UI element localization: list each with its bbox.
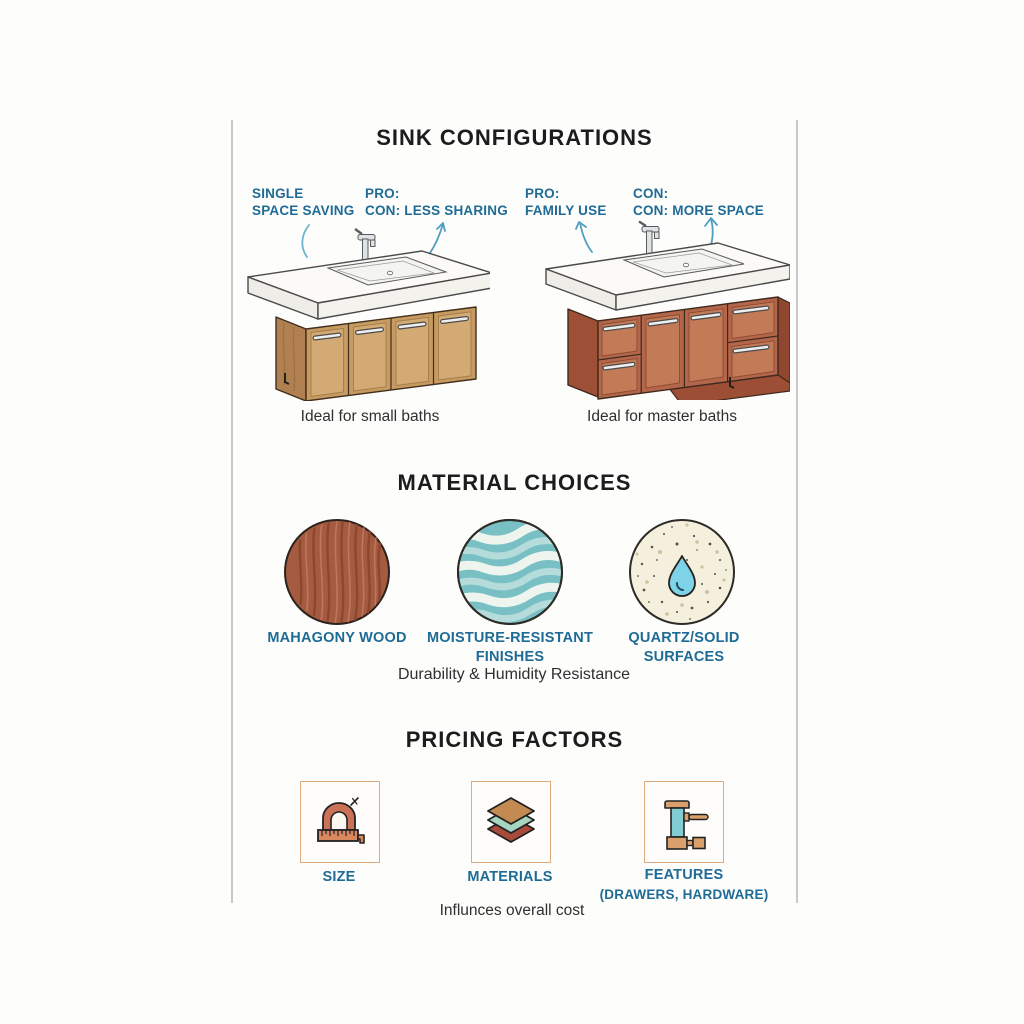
material-label: MAHAGONY WOOD [247, 629, 427, 648]
pricing-factor-label: FEATURES (DRAWERS, HARDWARE) [598, 866, 770, 904]
pricing-factor-label-line: FEATURES [644, 867, 724, 883]
annotation-line: PRO: [365, 186, 400, 201]
pricing-factor-box-materials [471, 781, 551, 863]
pricing-factor-label-line: MATERIALS [467, 869, 553, 885]
master-vanity-illustration [545, 220, 790, 400]
pricing-factor-label: SIZE [290, 868, 388, 887]
up-arrow-icon [575, 221, 593, 253]
material-label: QUARTZ/SOLID SURFACES [589, 629, 779, 667]
pricing-factor-box-size [300, 781, 380, 863]
pricing-factors-title: PRICING FACTORS [405, 727, 624, 752]
material-label-line: QUARTZ/SOLID SURFACES [628, 630, 740, 665]
vanity-caption: Ideal for small baths [300, 408, 440, 425]
annotation-single-pro-con: PRO: CON: LESS SHARING [365, 186, 508, 219]
right-divider-line [796, 120, 798, 903]
measuring-tape-icon [317, 797, 365, 844]
left-divider-line [231, 120, 233, 903]
cabinet-hardware-icon [664, 800, 709, 850]
annotation-line: CON: MORE SPACE [633, 202, 765, 218]
pricing-factor-label-line: SIZE [322, 869, 356, 885]
annotation-line: PRO: [525, 186, 560, 201]
annotation-double-con: CON: CON: MORE SPACE [633, 186, 764, 219]
material-label-line: MAHAGONY WOOD [267, 630, 407, 646]
vanity-caption: Ideal for master baths [587, 408, 737, 425]
single-sink-vanity-illustration [247, 228, 490, 401]
sink-configurations-title: SINK CONFIGURATIONS [376, 125, 653, 150]
pricing-factor-label: MATERIALS [450, 868, 570, 887]
material-caption: Durability & Humidity Resistance [397, 666, 631, 683]
annotation-line: SPACE SAVING [252, 202, 355, 218]
material-choices-title: MATERIAL CHOICES [397, 470, 632, 495]
mahogany-wood-swatch [284, 517, 390, 627]
material-label: MOISTURE-RESISTANT FINISHES [425, 629, 595, 667]
annotation-line: CON: [633, 186, 669, 201]
pricing-caption: Influnces overall cost [439, 902, 585, 919]
pricing-factor-label-line: (DRAWERS, HARDWARE) [599, 887, 769, 902]
annotation-single: SINGLE SPACE SAVING [252, 186, 354, 219]
annotation-double-pro: PRO: FAMILY USE [525, 186, 607, 219]
annotation-line: CON: LESS SHARING [365, 202, 508, 218]
material-label-line: MOISTURE-RESISTANT [426, 630, 594, 646]
annotation-line: FAMILY USE [525, 202, 607, 218]
up-arrow-icon [429, 222, 446, 254]
layered-materials-icon [487, 797, 535, 843]
material-label-line: FINISHES [475, 649, 545, 665]
pricing-factor-box-features [644, 781, 724, 863]
water-drop-icon [668, 555, 696, 597]
moisture-resistant-finish-swatch [457, 519, 563, 625]
quartz-solid-surface-swatch [629, 519, 735, 625]
annotation-line: SINGLE [252, 186, 304, 201]
curve-pointer-icon [301, 224, 310, 258]
